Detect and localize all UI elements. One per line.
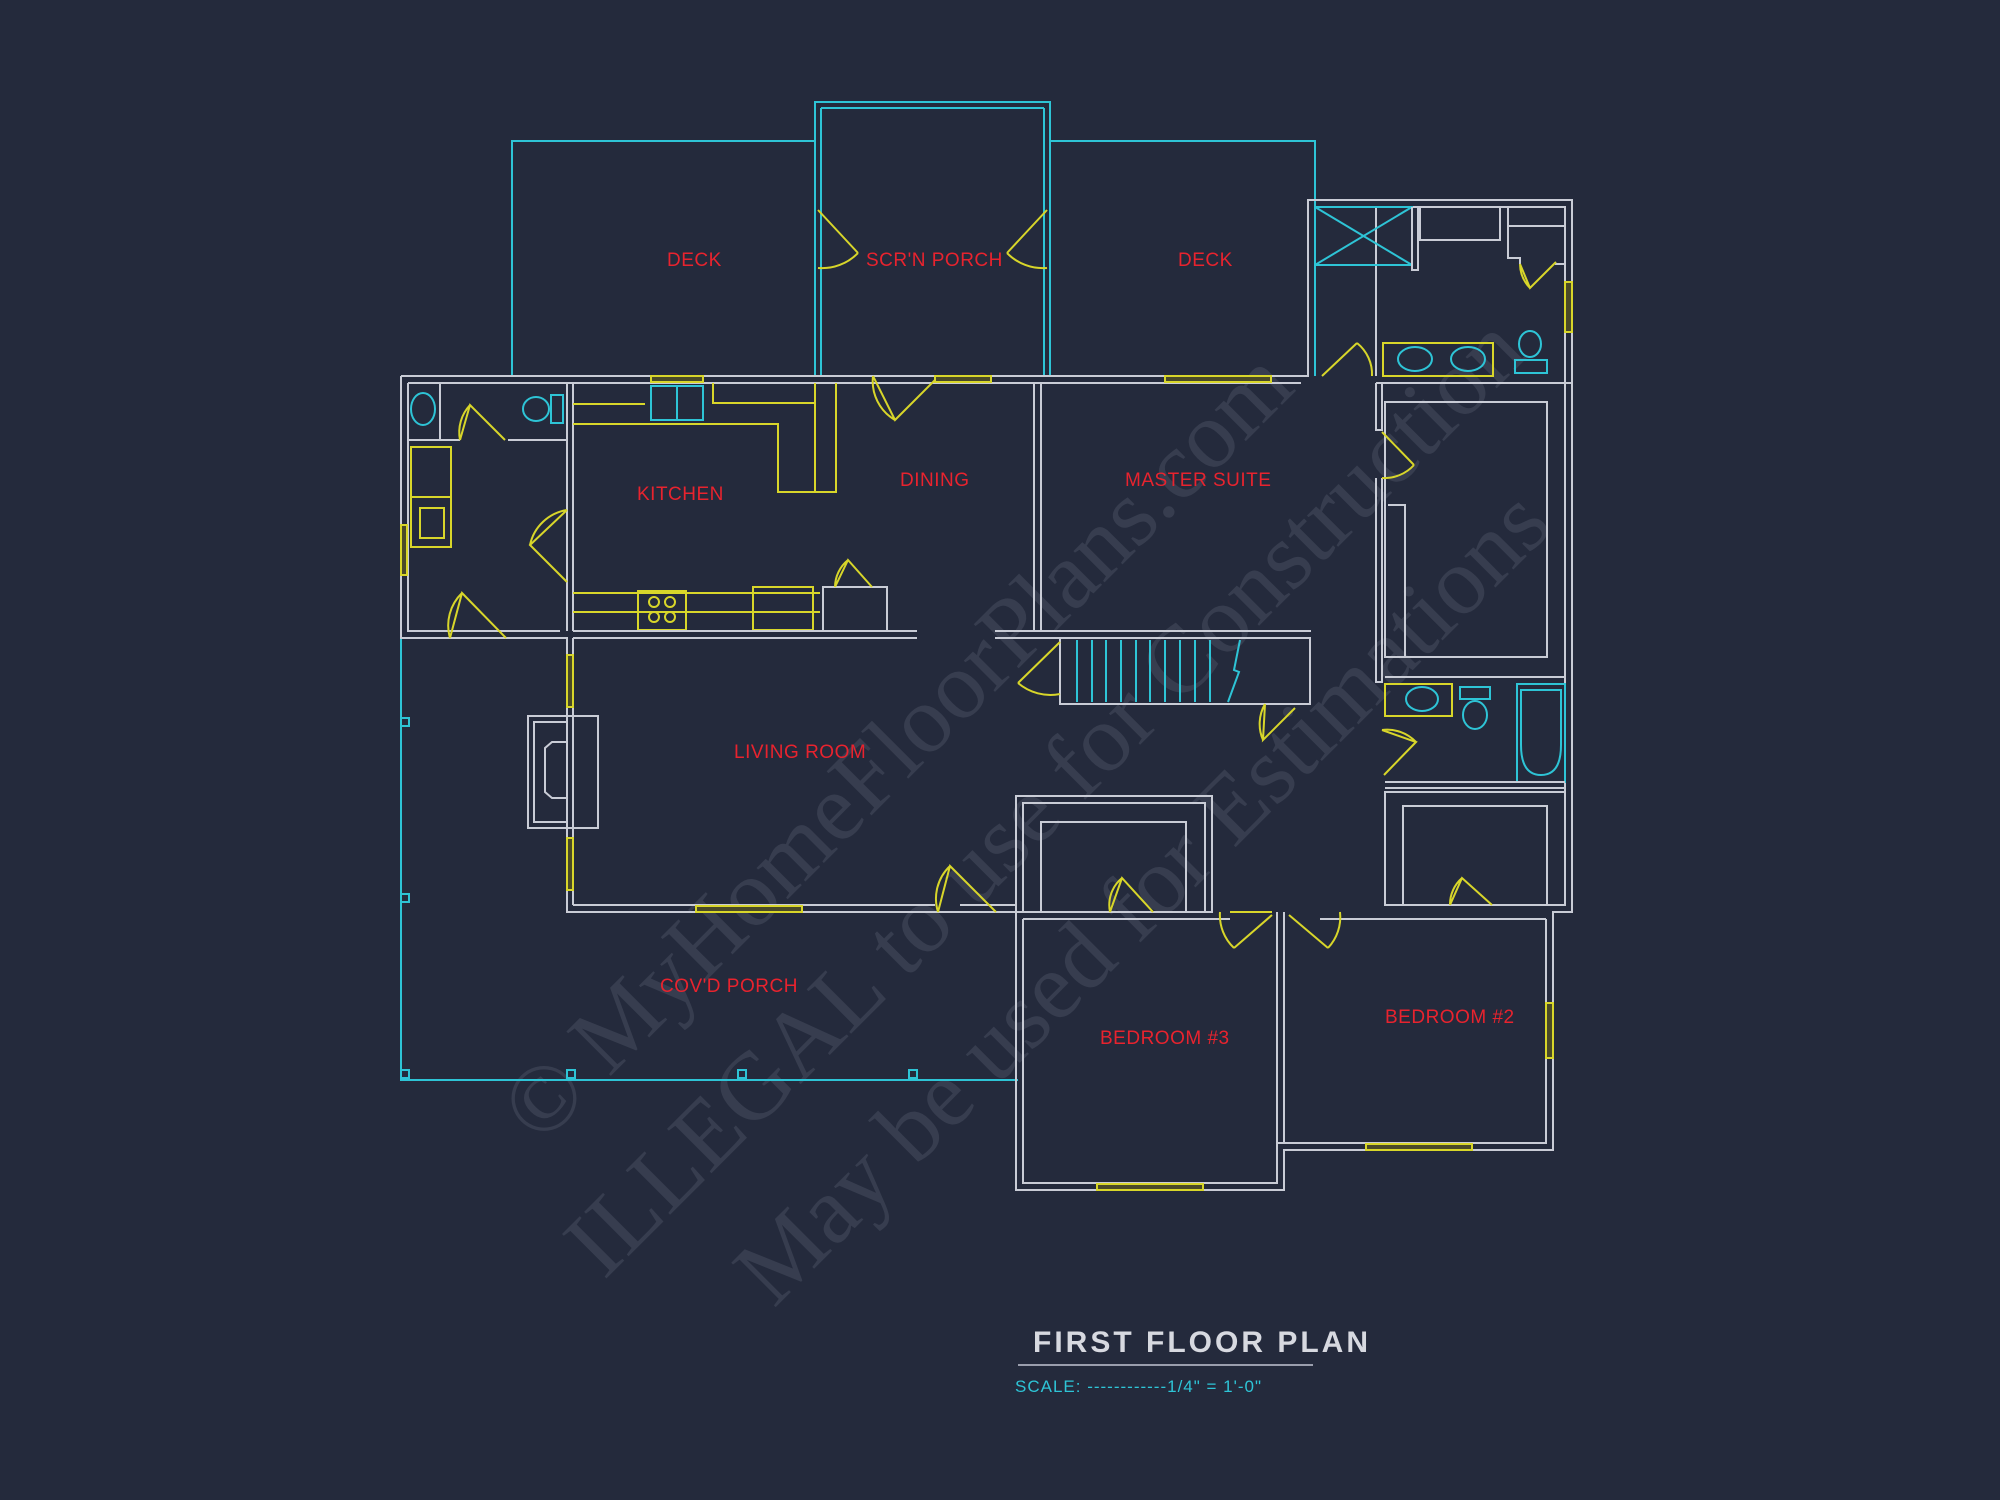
label-deck-left: DECK — [667, 250, 722, 271]
bedroom-3-closet — [1022, 802, 1206, 913]
porch-post — [400, 1069, 410, 1079]
burner — [664, 596, 676, 608]
dryer-inner — [419, 507, 445, 539]
label-screen-porch: SCR'N PORCH — [866, 250, 1003, 271]
stair-treads — [1076, 639, 1241, 703]
stair-closet-door — [1017, 641, 1061, 696]
window — [566, 837, 574, 891]
master-bath-door — [1321, 342, 1374, 377]
burner — [648, 596, 660, 608]
pantry — [822, 586, 888, 632]
label-deck-right: DECK — [1178, 250, 1233, 271]
front-door — [935, 864, 997, 913]
porch-post — [908, 1069, 918, 1079]
title-block: FIRST FLOOR PLAN SCALE: ------------1/4"… — [1015, 1326, 1371, 1396]
window — [695, 905, 803, 913]
toilet-icon — [410, 392, 436, 426]
label-covered-porch: COV'D PORCH — [660, 976, 798, 997]
plan-title: FIRST FLOOR PLAN — [1033, 1326, 1371, 1359]
window — [934, 375, 992, 383]
covered-porch — [400, 638, 1018, 1081]
kitchen-door — [528, 509, 568, 583]
label-living-room: LIVING ROOM — [734, 742, 866, 763]
porch-post — [400, 717, 410, 727]
vanity — [1384, 683, 1453, 717]
burner — [664, 611, 676, 623]
toilet-tank — [1514, 359, 1548, 374]
window — [650, 375, 704, 383]
laundry-exterior-door — [447, 591, 507, 639]
stairs-enclosure — [1059, 637, 1311, 705]
interior-walls — [871, 206, 1573, 1191]
right-deck-outline — [1050, 140, 1316, 376]
master-closet — [1384, 401, 1548, 658]
toilet-icon — [1518, 330, 1542, 358]
laundry-bath-wing — [400, 383, 568, 639]
bedroom-3-door — [1218, 911, 1273, 949]
porch-post — [400, 893, 410, 903]
bathtub-icon — [1516, 683, 1566, 783]
shower-x — [1314, 206, 1413, 266]
window — [1365, 1143, 1473, 1151]
bedroom-2-closet-door — [1448, 876, 1493, 906]
toilet-tank — [1459, 686, 1491, 700]
sink-icon — [1397, 346, 1433, 372]
dryer-icon — [410, 496, 452, 548]
closet-door — [1519, 261, 1557, 290]
vanity — [1382, 342, 1494, 377]
window — [566, 654, 574, 708]
bedroom-2-door — [1288, 911, 1342, 949]
sink-icon — [1405, 686, 1439, 712]
bath-door — [458, 403, 506, 441]
screen-porch-right-door — [1006, 209, 1048, 270]
master-closet-door — [1381, 431, 1415, 480]
hall-bath-door — [1381, 728, 1418, 776]
watermark-line-3: May be used for Estimations — [713, 468, 1569, 1324]
label-dining: DINING — [900, 470, 970, 491]
burner — [648, 611, 660, 623]
label-bedroom-3: BEDROOM #3 — [1100, 1028, 1230, 1049]
porch-post — [737, 1069, 747, 1079]
porch-post — [566, 1069, 576, 1079]
bedroom-2-closet — [1384, 791, 1566, 906]
rear-decks — [511, 101, 1316, 377]
screen-porch-outline — [814, 101, 1051, 377]
hall-closet-door — [1258, 703, 1296, 743]
label-master-suite: MASTER SUITE — [1125, 470, 1271, 491]
cooktop-icon — [637, 590, 687, 631]
screen-porch-left-door — [817, 209, 859, 270]
washer-icon — [410, 446, 452, 498]
room-labels: DECK SCR'N PORCH DECK KITCHEN DINING MAS… — [637, 250, 1515, 1049]
window — [400, 524, 408, 576]
label-bedroom-2: BEDROOM #2 — [1385, 1007, 1515, 1028]
toilet-icon — [1462, 700, 1488, 730]
bathtub-inner — [1520, 689, 1562, 777]
living-room — [527, 638, 1016, 913]
label-kitchen: KITCHEN — [637, 484, 724, 505]
dining-door — [871, 375, 936, 422]
toilet-tank — [550, 394, 564, 424]
toilet-icon — [522, 396, 550, 422]
window — [1096, 1183, 1204, 1191]
covered-porch-outline — [400, 638, 1018, 1081]
fireplace — [527, 715, 599, 829]
window — [1545, 1002, 1554, 1059]
bedroom-3-closet-door — [1108, 876, 1154, 913]
window — [1564, 281, 1573, 333]
window — [1164, 375, 1272, 383]
left-deck-outline — [511, 140, 815, 376]
sink-icon — [1450, 346, 1486, 372]
pantry-door — [834, 558, 873, 588]
plan-scale: SCALE: ------------1/4" = 1'-0" — [1015, 1377, 1262, 1396]
kitchen — [572, 375, 917, 639]
